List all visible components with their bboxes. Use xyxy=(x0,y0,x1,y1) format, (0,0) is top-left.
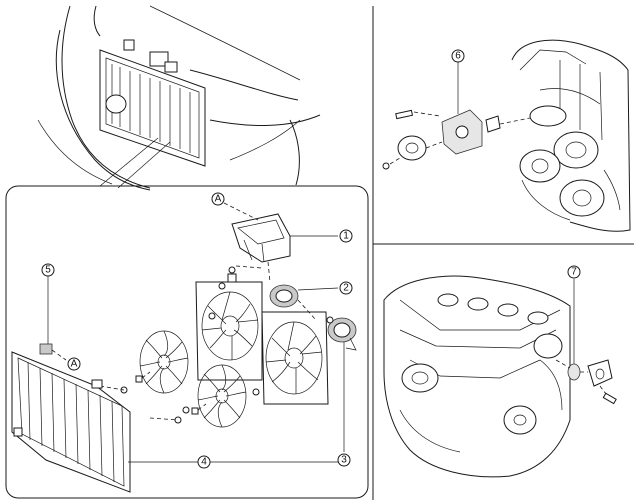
callout-6: 6 xyxy=(451,49,465,63)
fan-shroud-right xyxy=(261,311,329,405)
connection-marker-a-top: A xyxy=(211,192,225,206)
fan-motor-lower xyxy=(326,316,357,452)
callout-6-label: 6 xyxy=(455,51,461,62)
fan-motor-upper xyxy=(269,284,339,308)
air-guide xyxy=(223,202,338,283)
callout-1: 1 xyxy=(339,229,353,243)
water-pump-view xyxy=(382,39,631,232)
thermostat-view xyxy=(383,275,617,478)
panel-dividers xyxy=(372,6,634,500)
callout-2: 2 xyxy=(339,281,353,295)
connection-marker-a-bottom-label: A xyxy=(71,359,78,370)
callout-7-label: 7 xyxy=(571,267,577,278)
callout-2-label: 2 xyxy=(343,283,349,294)
callout-4: 4 xyxy=(197,455,211,469)
connection-marker-a-top-label: A xyxy=(215,194,222,205)
cooling-fan-exploded-view xyxy=(5,185,369,499)
connection-marker-a-bottom: A xyxy=(67,357,81,371)
callout-1-label: 1 xyxy=(343,231,349,242)
fan-blade-lower xyxy=(197,364,247,428)
callout-4-label: 4 xyxy=(201,457,207,468)
vehicle-front-view xyxy=(37,5,321,191)
radiator xyxy=(11,276,338,493)
callout-7: 7 xyxy=(567,265,581,279)
fan-blade-upper xyxy=(139,330,189,394)
callout-3-label: 3 xyxy=(341,455,347,466)
callout-5: 5 xyxy=(41,263,55,277)
fasteners xyxy=(99,265,317,424)
callout-3: 3 xyxy=(337,453,351,467)
fan-shroud-left xyxy=(195,273,263,381)
callout-5-label: 5 xyxy=(45,265,51,276)
